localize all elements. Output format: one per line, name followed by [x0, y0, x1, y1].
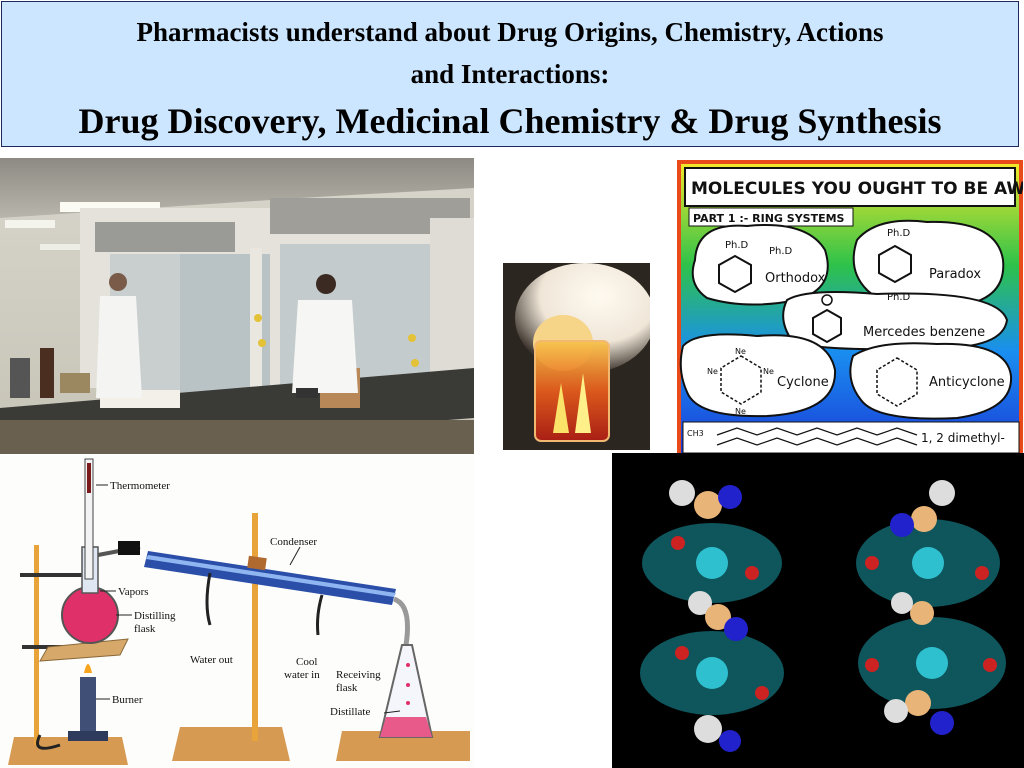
- molecule-model-left: [640, 480, 784, 752]
- molecular-model-image: [612, 453, 1024, 768]
- title-line-3: Drug Discovery, Medicinal Chemistry & Dr…: [78, 101, 942, 141]
- atom-label: Ne: [763, 367, 774, 376]
- molecules-poster: MOLECULES YOU OUGHT TO BE AWARE OF... PA…: [677, 160, 1023, 453]
- molecule-label-anticyclone: Anticyclone: [929, 375, 1005, 390]
- poster-heading: MOLECULES YOU OUGHT TO BE AWARE OF...: [691, 179, 1023, 199]
- molecule-label-dimethyl: 1, 2 dimethyl-: [921, 431, 1005, 445]
- molecule-label-cyclone: Cyclone: [777, 375, 829, 390]
- title-line-1: Pharmacists understand about Drug Origin…: [136, 17, 884, 47]
- molecule-label-mercedes: Mercedes benzene: [863, 325, 985, 340]
- atom-label: CH3: [687, 429, 704, 438]
- beaker-fire-photo: [503, 263, 650, 450]
- atom-label: Ne: [735, 347, 746, 356]
- label-receiving-flask: flask: [336, 682, 358, 694]
- molecule-model-right: [856, 480, 1006, 735]
- title-line-2: and Interactions:: [410, 59, 610, 89]
- label-cool-water: Cool: [296, 656, 317, 668]
- atom-label: Ne: [735, 407, 746, 416]
- label-condenser: Condenser: [270, 536, 317, 548]
- atom-label: Ph.D: [769, 246, 793, 257]
- label-cool-water: water in: [284, 669, 320, 681]
- atom-label: Ne: [707, 367, 718, 376]
- molecule-label-paradox: Paradox: [929, 267, 981, 282]
- distillation-diagram: Thermometer Condenser Vapors Distilling …: [0, 455, 474, 768]
- title-banner: Pharmacists understand about Drug Origin…: [1, 1, 1019, 147]
- label-burner: Burner: [112, 694, 143, 706]
- label-distilling-flask: Distilling: [134, 610, 176, 622]
- poster-part-label: PART 1 :- RING SYSTEMS: [693, 212, 845, 225]
- label-thermometer: Thermometer: [110, 480, 170, 492]
- label-distillate: Distillate: [330, 706, 370, 718]
- label-receiving-flask: Receiving: [336, 669, 381, 681]
- atom-label: Ph.D: [887, 292, 911, 303]
- label-distilling-flask: flask: [134, 623, 156, 635]
- label-water-out: Water out: [190, 654, 233, 666]
- atom-label: Ph.D: [725, 240, 749, 251]
- molecule-label-orthodox: Orthodox: [765, 271, 826, 286]
- label-vapors: Vapors: [118, 586, 149, 598]
- lab-photo: [0, 158, 474, 454]
- atom-label: Ph.D: [887, 228, 911, 239]
